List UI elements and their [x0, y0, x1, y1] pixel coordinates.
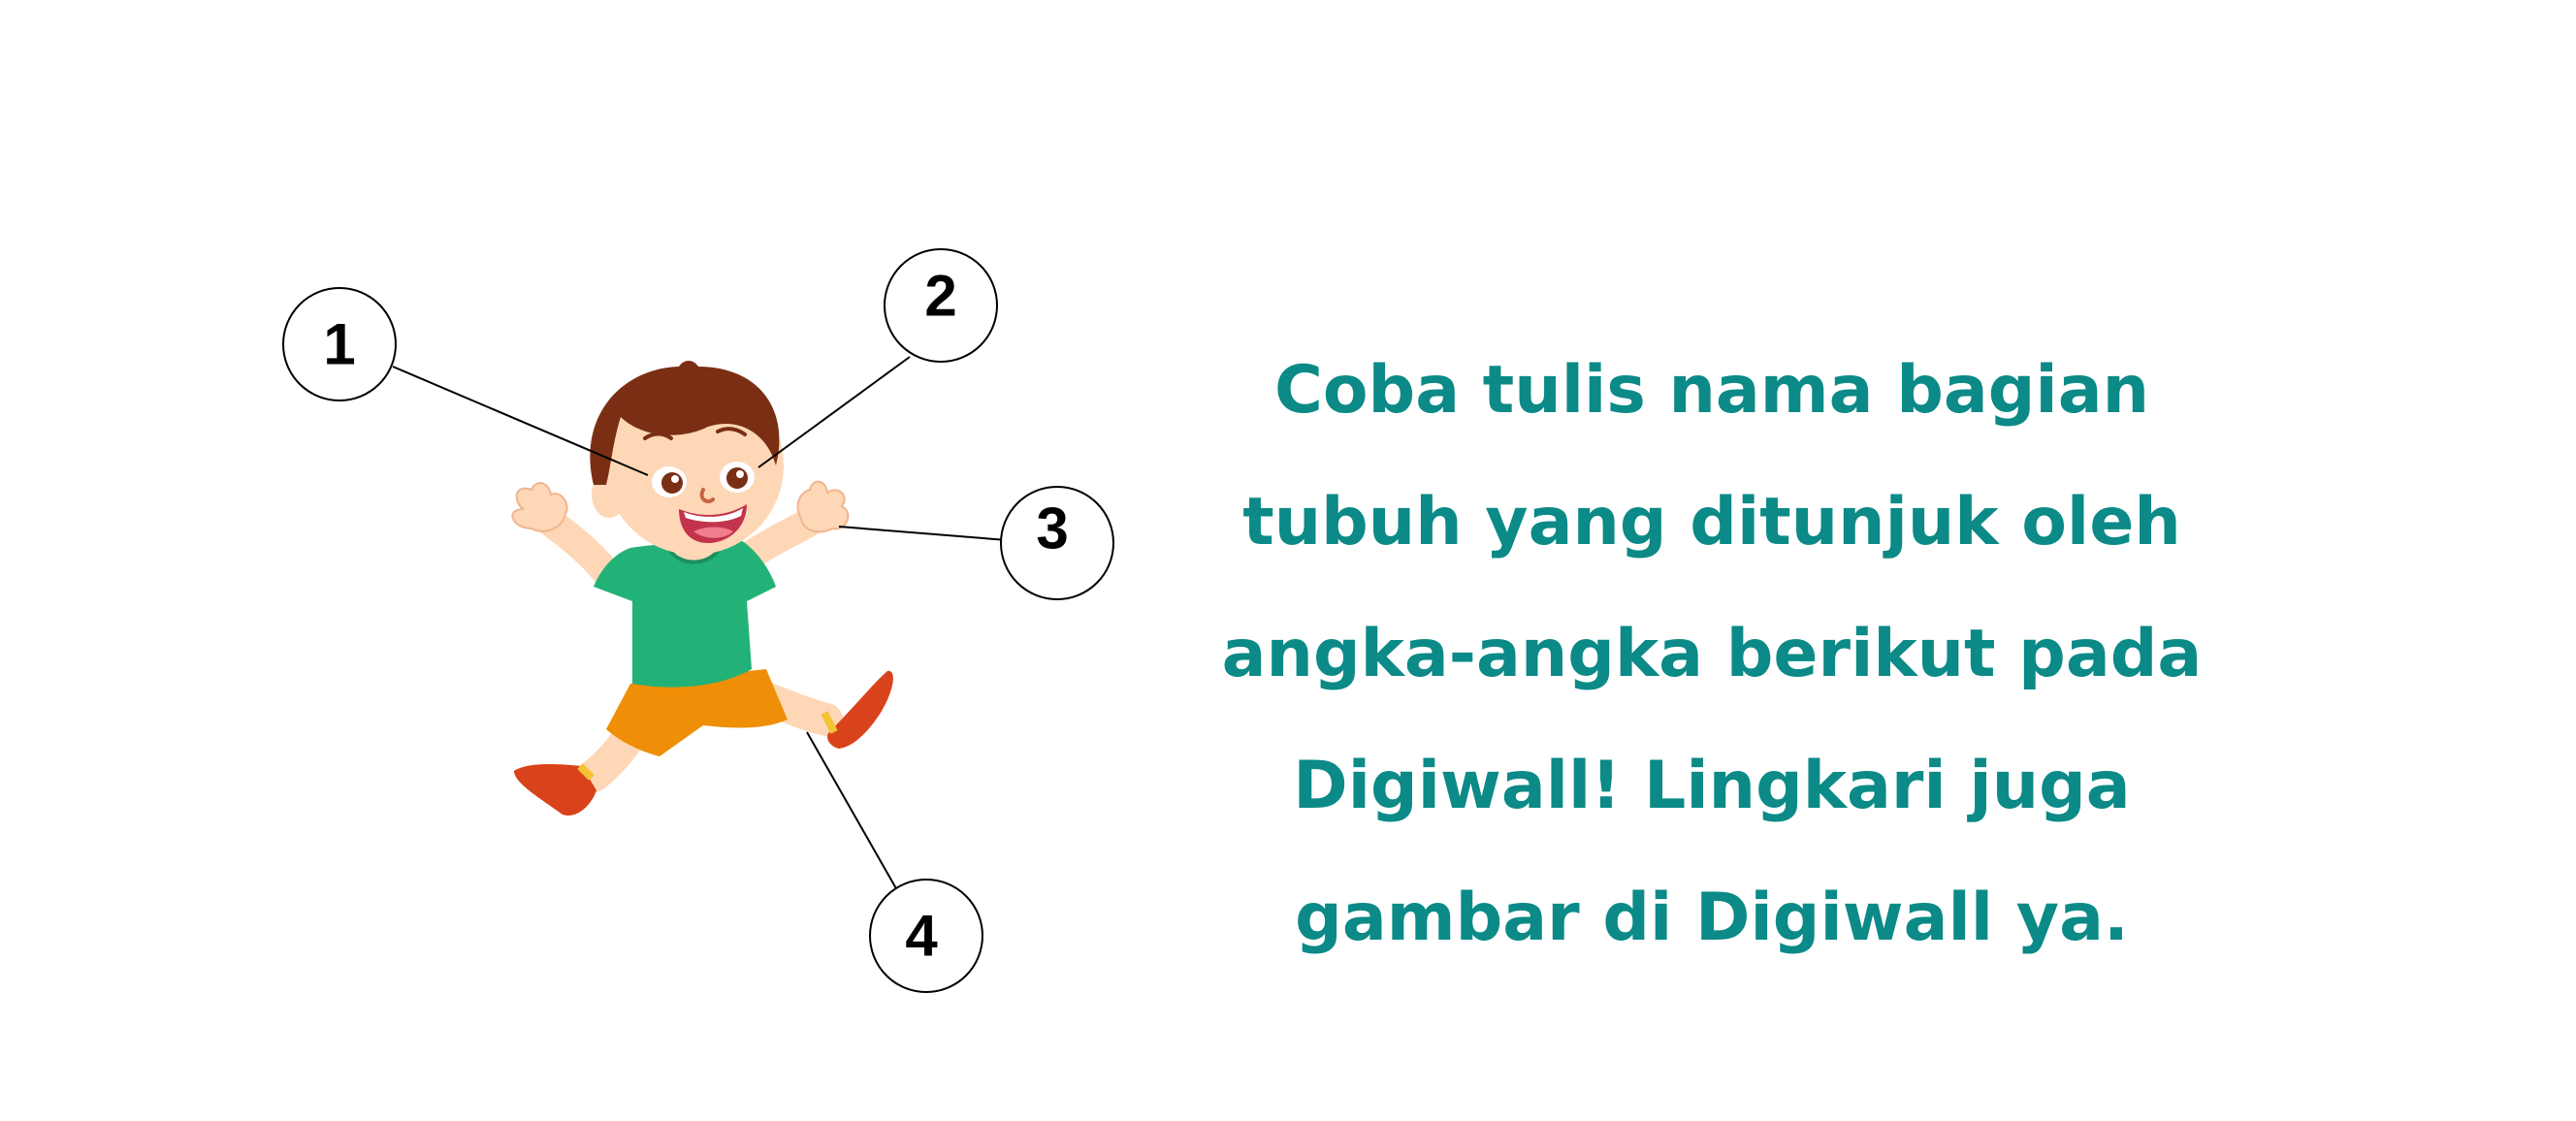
leader-lines	[392, 356, 1008, 891]
callout-4: 4	[869, 879, 983, 993]
callout-label-3: 3	[1036, 496, 1068, 561]
hair	[590, 361, 780, 485]
right-leg	[750, 670, 893, 749]
callout-1: 1	[282, 287, 397, 401]
callout-3: 3	[1000, 486, 1114, 600]
leader-line-3	[838, 526, 1008, 541]
instruction-line-5: gambar di Digiwall ya.	[1295, 880, 2129, 956]
instruction-line-1: Coba tulis nama bagian	[1273, 352, 2150, 429]
callout-label-2: 2	[924, 264, 956, 329]
right-eye	[720, 462, 755, 493]
callout-label-1: 1	[323, 312, 355, 377]
head	[590, 361, 784, 555]
right-arm	[732, 480, 850, 572]
left-arm	[511, 482, 621, 587]
instruction-line-2: tubuh yang ditunjuk oleh	[1242, 484, 2181, 560]
callout-label-4: 4	[905, 904, 938, 969]
instruction-line-3: angka-angka berikut pada	[1221, 616, 2203, 692]
body-parts-illustration: 1 2 3 4	[282, 248, 1114, 993]
instruction-text: Coba tulis nama bagian tubuh yang ditunj…	[1193, 325, 2231, 984]
left-eye	[652, 466, 687, 497]
shorts	[606, 669, 788, 756]
shirt	[594, 538, 776, 688]
instruction-line-4: Digiwall! Lingkari juga	[1293, 748, 2131, 824]
boy-illustration	[511, 361, 893, 816]
callout-2: 2	[884, 248, 998, 363]
left-leg	[514, 711, 652, 816]
leader-line-4	[806, 731, 898, 891]
leader-line-1	[392, 366, 649, 476]
leader-line-2	[757, 356, 911, 468]
